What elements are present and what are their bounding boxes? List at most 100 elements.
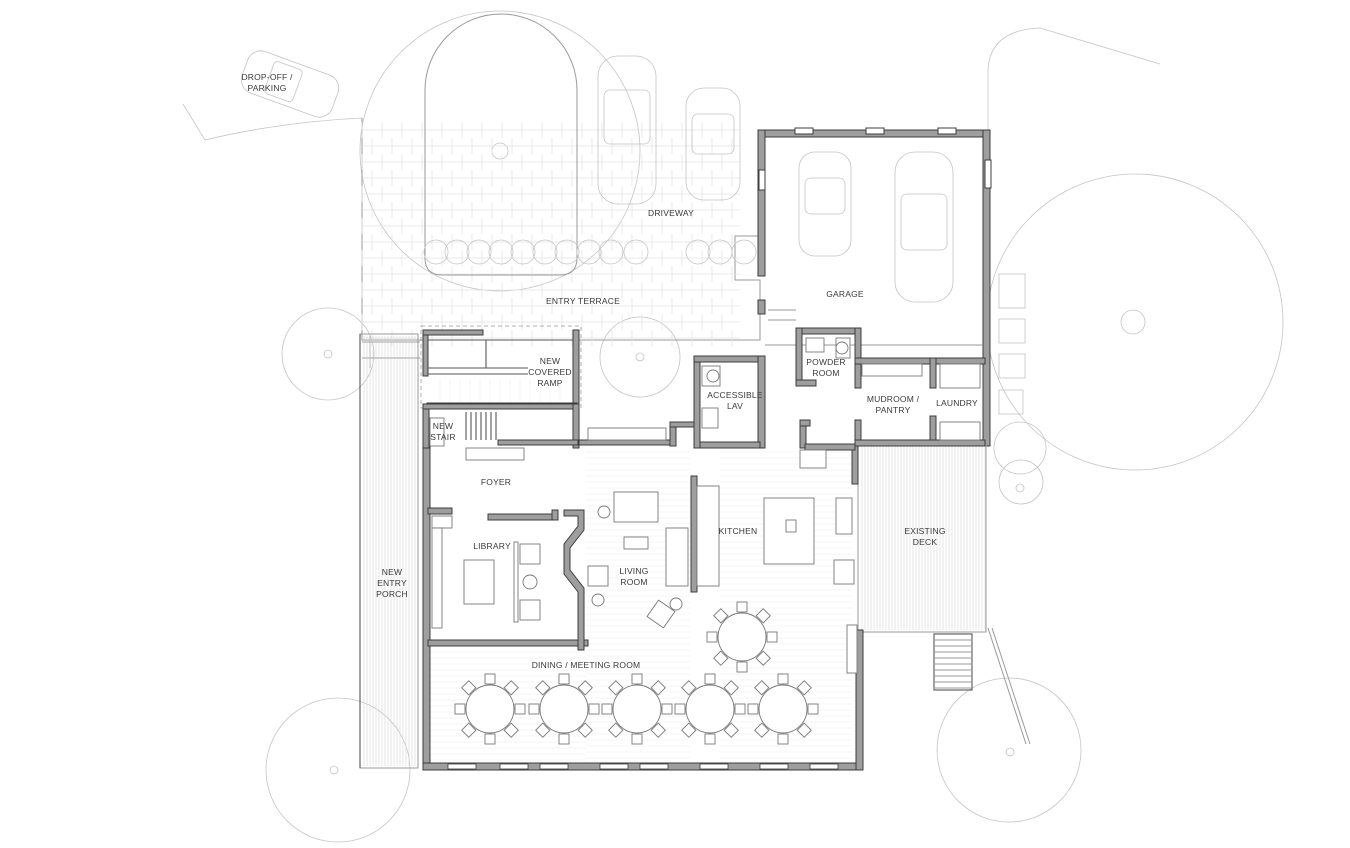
entry-porch — [359, 333, 419, 769]
dining-table — [528, 673, 600, 745]
table-top — [612, 684, 662, 734]
chair — [454, 703, 466, 715]
dining-table — [454, 673, 526, 745]
chair — [577, 722, 593, 738]
dining-table — [706, 601, 778, 673]
chair — [608, 680, 624, 696]
east-paver — [998, 318, 1026, 344]
label-mudroom-1: MUDROOM / — [867, 394, 920, 404]
shrub-east-2 — [998, 459, 1044, 505]
tree-trunk-terrace — [635, 352, 645, 362]
window — [759, 763, 789, 770]
room-labels: DROP-OFF / PARKING DRIVEWAY GARAGE ENTRY… — [241, 72, 978, 670]
chair — [608, 722, 624, 738]
window — [539, 763, 569, 770]
east-paver — [998, 353, 1026, 379]
chair — [650, 680, 666, 696]
label-ramp-3: RAMP — [537, 378, 562, 388]
chair — [736, 601, 748, 613]
label-laundry: LAUNDRY — [936, 398, 978, 408]
label-powder-2: ROOM — [812, 368, 839, 378]
chair — [577, 680, 593, 696]
chair — [514, 703, 526, 715]
car-driveway-2 — [685, 87, 741, 201]
chair — [588, 703, 600, 715]
entry-terrace-paving — [361, 13, 761, 346]
dining-table — [747, 673, 819, 745]
label-garage: GARAGE — [826, 289, 864, 299]
shrub-east-1 — [993, 421, 1047, 475]
label-ramp-1: NEW — [540, 356, 560, 366]
chair — [807, 703, 819, 715]
east-paver — [998, 389, 1024, 415]
window — [499, 763, 529, 770]
table-top — [465, 684, 515, 734]
tree-canopy-terrace — [599, 316, 681, 398]
chair — [535, 680, 551, 696]
tree-canopy-southwest — [265, 697, 411, 843]
label-library: LIBRARY — [473, 541, 511, 551]
east-paver — [998, 273, 1026, 309]
chair — [755, 650, 771, 666]
window — [599, 763, 629, 770]
chair — [503, 722, 519, 738]
chair — [661, 703, 673, 715]
chair — [528, 703, 540, 715]
shrub — [510, 239, 536, 265]
chair — [484, 673, 496, 685]
label-porch-3: PORCH — [376, 589, 408, 599]
tree-trunk-driveway — [491, 142, 509, 160]
table-top — [717, 612, 767, 662]
chair — [796, 680, 812, 696]
chair — [535, 722, 551, 738]
chair — [558, 733, 570, 745]
dining-table — [674, 673, 746, 745]
road-edge-line — [182, 103, 363, 141]
main-house — [422, 327, 986, 771]
chair — [796, 722, 812, 738]
shrub — [731, 239, 757, 265]
chair — [461, 722, 477, 738]
chair — [713, 608, 729, 624]
label-lav-2: LAV — [727, 401, 743, 411]
tree-trunk-right — [1120, 309, 1146, 335]
label-living-2: ROOM — [620, 577, 647, 587]
chair — [484, 733, 496, 745]
chair — [723, 722, 739, 738]
terrace-outline — [361, 118, 761, 341]
label-powder-1: POWDER — [806, 357, 845, 367]
shrub — [532, 239, 558, 265]
tree-canopy-southeast — [936, 677, 1082, 823]
label-deck-2: DECK — [913, 537, 938, 547]
label-dropoff: DROP-OFF / — [241, 72, 293, 82]
label-porch-1: NEW — [382, 567, 402, 577]
label-living-1: LIVING — [619, 566, 648, 576]
table-top — [539, 684, 589, 734]
label-porch-2: ENTRY — [377, 578, 407, 588]
tree-trunk-southwest — [329, 765, 339, 775]
chair — [650, 722, 666, 738]
chair — [681, 722, 697, 738]
shrub — [598, 239, 624, 265]
shrub — [576, 239, 602, 265]
shrub — [623, 239, 649, 265]
table-top — [758, 684, 808, 734]
shrub-east-3 — [1015, 483, 1025, 493]
chair — [706, 631, 718, 643]
chair — [747, 703, 759, 715]
tree-trunk-southeast — [1005, 747, 1015, 757]
shrub — [685, 239, 711, 265]
car-dropoff — [240, 50, 340, 118]
shrub — [707, 239, 733, 265]
chair — [755, 608, 771, 624]
shrub — [444, 239, 470, 265]
chair — [503, 680, 519, 696]
label-kitchen: KITCHEN — [719, 526, 758, 536]
dining-table — [601, 673, 673, 745]
shrub — [466, 239, 492, 265]
label-driveway: DRIVEWAY — [648, 208, 694, 218]
chair — [723, 680, 739, 696]
garage — [757, 127, 992, 447]
label-deck-1: EXISTING — [904, 526, 945, 536]
